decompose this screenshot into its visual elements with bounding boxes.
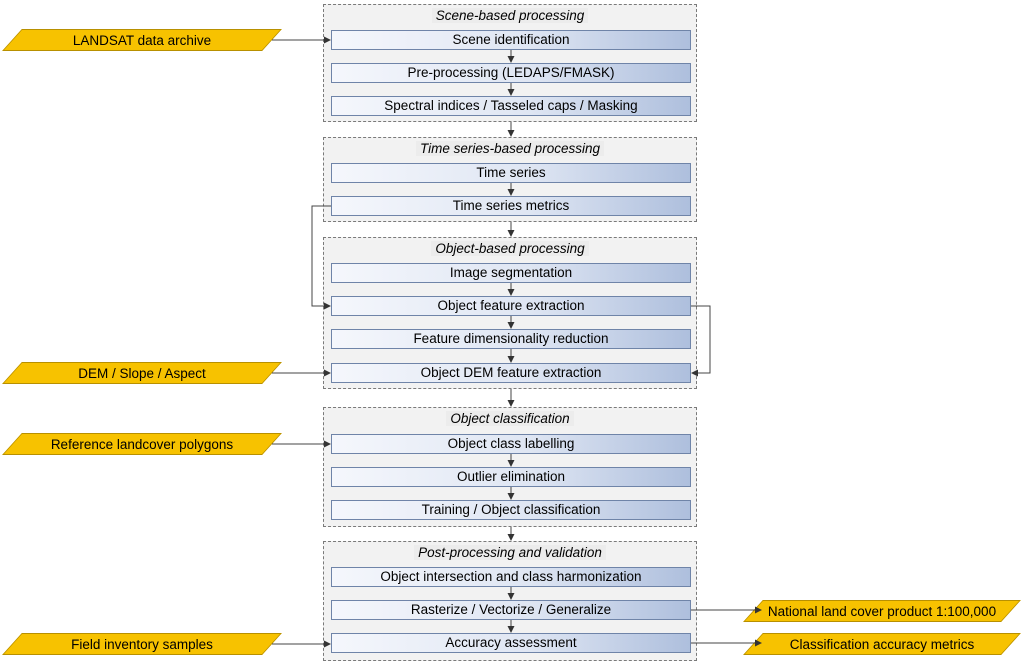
group-title-object: Object-based processing bbox=[431, 241, 589, 256]
group-title-scene: Scene-based processing bbox=[431, 8, 589, 23]
input-label: LANDSAT data archive bbox=[72, 32, 212, 48]
step-time-series: Time series bbox=[331, 163, 691, 183]
output-land-cover-product: National land cover product 1:100,000 bbox=[743, 600, 1021, 622]
step-object-feature-extraction: Object feature extraction bbox=[331, 296, 691, 316]
step-rasterize-vectorize: Rasterize / Vectorize / Generalize bbox=[331, 600, 691, 620]
step-accuracy-assessment: Accuracy assessment bbox=[331, 633, 691, 653]
step-pre-processing: Pre-processing (LEDAPS/FMASK) bbox=[331, 63, 691, 83]
arrow-feature-to-dem-extraction bbox=[691, 305, 711, 377]
step-training-classification: Training / Object classification bbox=[331, 500, 691, 520]
output-accuracy-metrics: Classification accuracy metrics bbox=[743, 633, 1021, 655]
output-label: Classification accuracy metrics bbox=[789, 636, 975, 652]
step-feature-dimensionality-reduction: Feature dimensionality reduction bbox=[331, 329, 691, 349]
input-label: Reference landcover polygons bbox=[50, 436, 234, 452]
input-dem-slope-aspect: DEM / Slope / Aspect bbox=[2, 362, 282, 384]
step-outlier-elimination: Outlier elimination bbox=[331, 467, 691, 487]
input-label: Field inventory samples bbox=[71, 636, 213, 652]
group-title-timeseries: Time series-based processing bbox=[416, 141, 604, 156]
step-object-class-labelling: Object class labelling bbox=[331, 434, 691, 454]
group-title-postprocessing: Post-processing and validation bbox=[414, 545, 606, 560]
group-title-classification: Object classification bbox=[446, 411, 574, 426]
step-object-dem-feature-extraction: Object DEM feature extraction bbox=[331, 363, 691, 383]
output-label: National land cover product 1:100,000 bbox=[767, 603, 997, 619]
input-landsat-archive: LANDSAT data archive bbox=[2, 29, 282, 51]
input-field-inventory: Field inventory samples bbox=[2, 633, 282, 655]
input-reference-polygons: Reference landcover polygons bbox=[2, 433, 282, 455]
arrow-metrics-to-feature-extraction bbox=[311, 205, 331, 310]
step-spectral-indices: Spectral indices / Tasseled caps / Maski… bbox=[331, 96, 691, 116]
step-scene-identification: Scene identification bbox=[331, 30, 691, 50]
input-label: DEM / Slope / Aspect bbox=[78, 365, 206, 381]
step-time-series-metrics: Time series metrics bbox=[331, 196, 691, 216]
step-object-intersection: Object intersection and class harmonizat… bbox=[331, 567, 691, 587]
step-image-segmentation: Image segmentation bbox=[331, 263, 691, 283]
